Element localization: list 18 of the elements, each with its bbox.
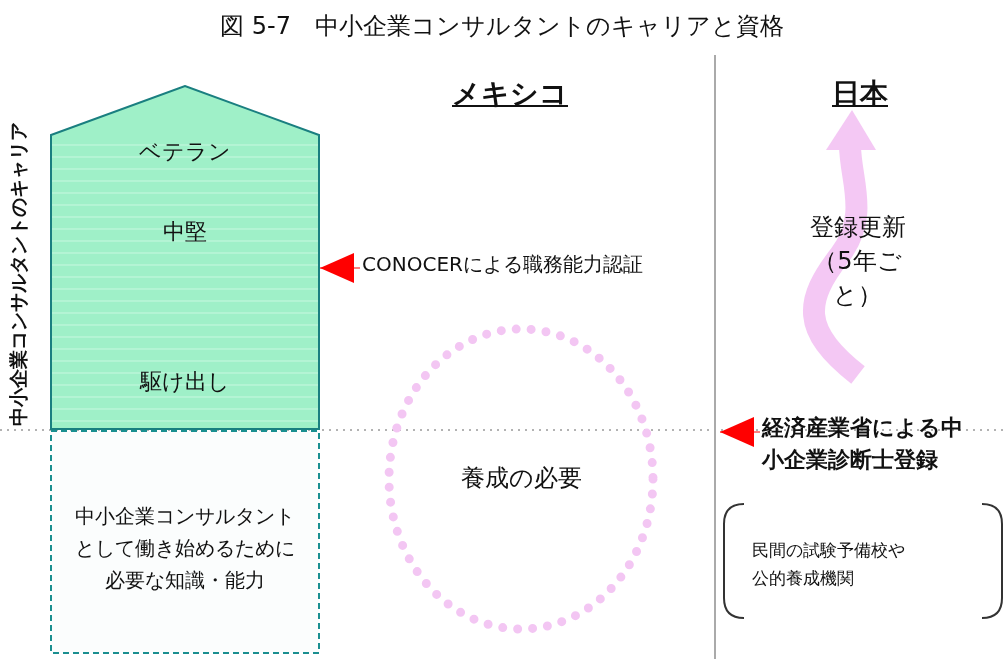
box-text: 中小企業コンサルタントとして働き始めるために必要な知識・能力: [74, 503, 296, 594]
stage-label: 中堅: [162, 218, 208, 246]
column-heading: 日本: [831, 76, 889, 112]
career-stage-pentagon: [50, 85, 320, 430]
figure-title: 図 5-7 中小企業コンサルタントのキャリアと資格: [219, 11, 785, 42]
column-heading: メキシコ: [451, 76, 569, 112]
callout-text: CONOCERによる職務能力認証: [362, 248, 707, 288]
bracket-box: [722, 502, 1004, 620]
arrow: [719, 417, 761, 447]
arrow: [319, 253, 361, 283]
circle-text: 養成の必要: [459, 463, 583, 494]
arrow-label: 登録更新（5年ごと）: [808, 212, 907, 311]
stage-label: 駆け出し: [138, 368, 231, 396]
box-text: 民間の試験予備校や公的養成機関: [752, 539, 906, 590]
callout-text: 経済産業省による中小企業診断士登録: [762, 412, 970, 476]
stage-label: ベテラン: [138, 138, 232, 166]
dashed-box: [50, 430, 320, 655]
vertical-axis-label: 中小企業コンサルタントのキャリア: [6, 121, 30, 426]
